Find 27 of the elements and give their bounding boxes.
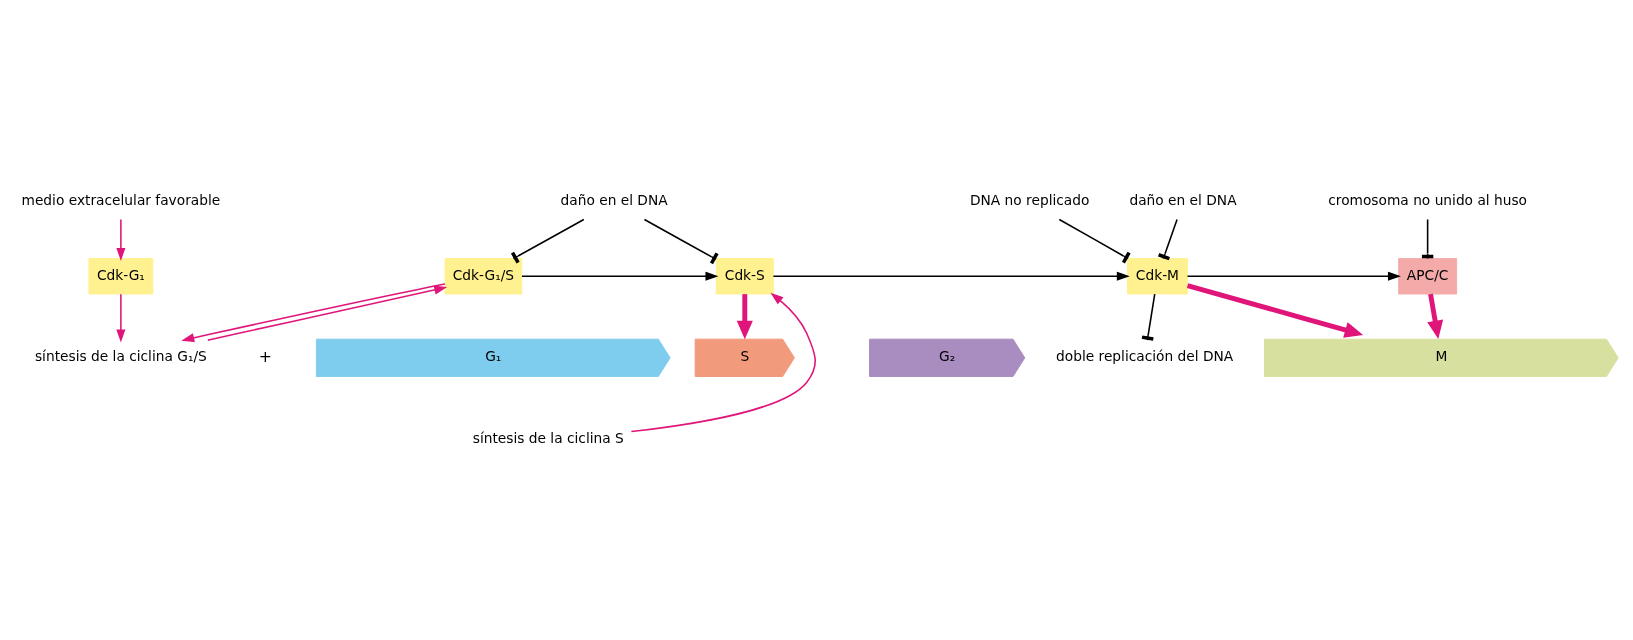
node-text: daño en el DNA xyxy=(560,191,668,208)
arrow xyxy=(736,293,753,339)
arrow xyxy=(630,292,816,432)
node-box: Cdk-S xyxy=(715,257,774,294)
arrow xyxy=(772,271,1130,281)
node-text: doble replicación del DNA xyxy=(1056,347,1234,364)
arrow xyxy=(116,292,126,342)
label: + xyxy=(258,346,272,366)
arrow xyxy=(521,271,719,281)
connector xyxy=(1058,218,1131,263)
arrow xyxy=(1186,282,1364,338)
node-box: Cdk-M xyxy=(1127,257,1188,294)
arrow xyxy=(181,282,446,342)
node-box: APC/C xyxy=(1398,257,1458,294)
node-text: cromosoma no unido al huso xyxy=(1328,191,1528,208)
node-text: medio extracelular favorable xyxy=(21,191,221,208)
arrow xyxy=(1427,293,1444,339)
node-box: Cdk-G₁/S xyxy=(444,257,523,294)
arrow xyxy=(207,285,448,341)
node-text: síntesis de la ciclina G₁/S xyxy=(34,347,207,364)
node-text: daño en el DNA xyxy=(1129,191,1237,208)
arrow xyxy=(1186,271,1401,281)
node-text: DNA no replicado xyxy=(969,191,1090,208)
node-box: Cdk-G₁ xyxy=(88,257,154,294)
node-text: síntesis de la ciclina S xyxy=(472,429,624,446)
connector xyxy=(643,218,719,264)
arrow xyxy=(116,218,126,261)
